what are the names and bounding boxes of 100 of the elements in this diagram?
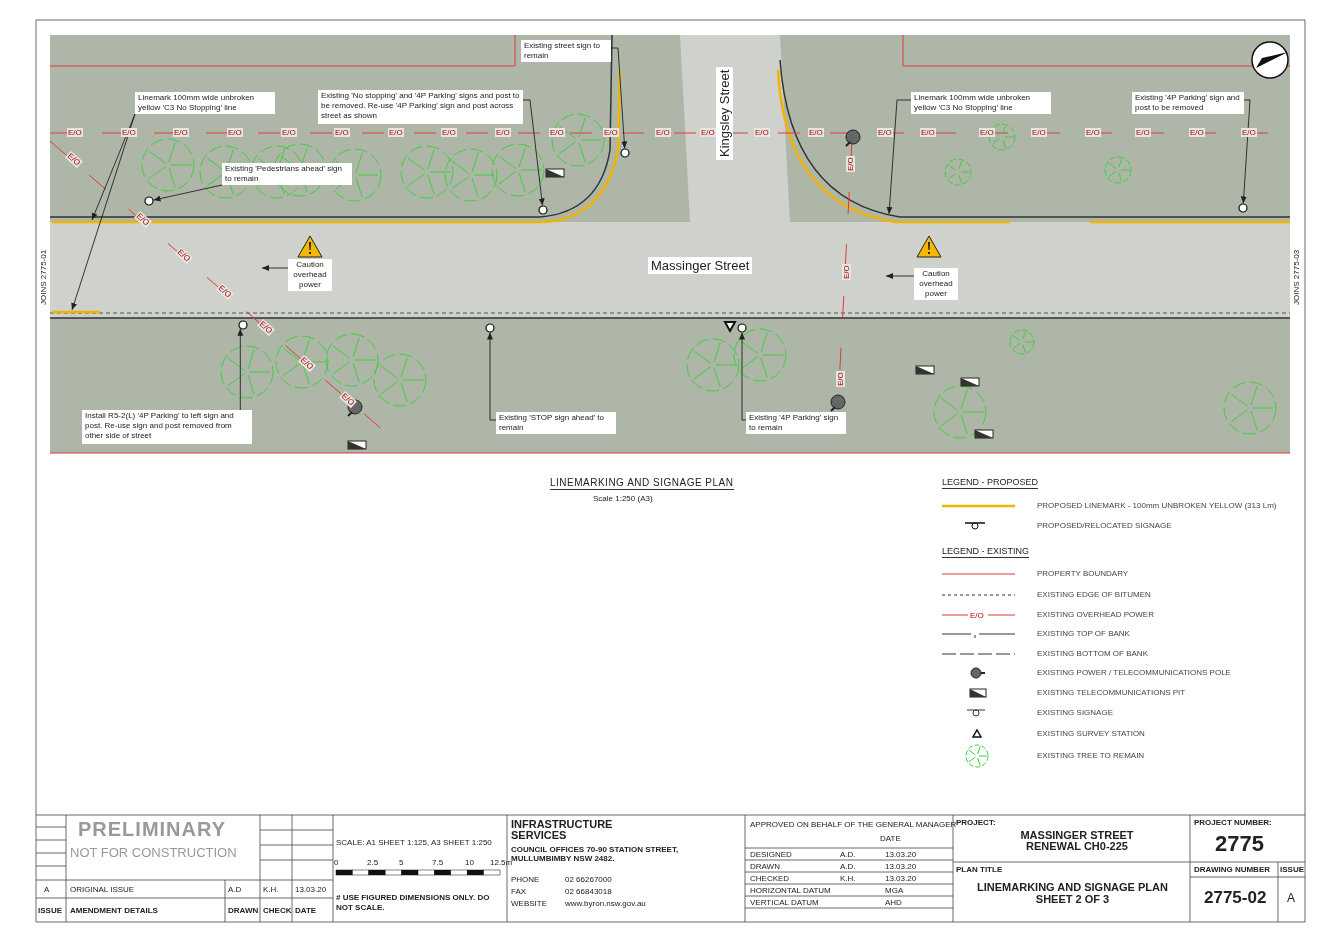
match-line-note: JOINS 2775-01 (39, 249, 49, 305)
legend-label: PROPOSED/RELOCATED SIGNAGE (1037, 521, 1172, 530)
power-line-label: E/O (842, 264, 851, 280)
power-line-label: E/O (173, 128, 189, 137)
callout-note: Existing 'Pedestrians ahead' sign to remain (222, 163, 352, 185)
scale-tick-label: 10 (465, 858, 474, 867)
scale-tick-label: 5 (399, 858, 404, 867)
table-cell: 13.03.20 (885, 862, 917, 871)
power-line-label: E/O (979, 128, 995, 137)
table-cell: 13.03.20 (885, 874, 917, 883)
scale-tick-label: 7.5 (432, 858, 444, 867)
power-line-label: E/O (655, 128, 671, 137)
project-name: MASSINGER STREET RENEWAL CH0-225 (1019, 830, 1135, 852)
table-cell: ISSUE (38, 906, 62, 915)
legend-label: EXISTING SURVEY STATION (1037, 729, 1145, 738)
power-line-label: E/O (281, 128, 297, 137)
field-label: DRAWING NUMBER (1194, 865, 1270, 874)
stamp-text: NOT FOR CONSTRUCTION (70, 845, 237, 860)
street-name: Kingsley Street (716, 66, 733, 160)
fax-number: 02 66843018 (565, 887, 612, 896)
table-cell: DRAWN (750, 862, 780, 871)
department-name: INFRASTRUCTURE SERVICES (511, 819, 614, 841)
table-cell: CHECKED (750, 874, 790, 883)
sign-icon (485, 323, 495, 333)
power-line-label: E/O (920, 128, 936, 137)
sign-icon (538, 205, 548, 215)
scale-note: SCALE: A1 SHEET 1:125, A3 SHEET 1:250 (336, 838, 492, 847)
legend-heading: LEGEND - PROPOSED (942, 477, 1039, 489)
power-line-label: E/O (836, 371, 845, 387)
table-cell: K.H. (840, 874, 856, 883)
power-line-label: E/O (846, 156, 855, 172)
power-line-label: E/O (121, 128, 137, 137)
table-cell: DESIGNED (750, 850, 792, 859)
street-name: Massinger Street (648, 257, 753, 274)
issue-code: A (1287, 892, 1295, 905)
drawing-number: 2775-02 (1204, 888, 1267, 907)
power-line-label: E/O (877, 128, 893, 137)
table-cell: A.D. (840, 850, 856, 859)
website-link: www.byron.nsw.gov.au (565, 899, 646, 908)
power-line-label: E/O (1135, 128, 1151, 137)
sign-icon (1238, 203, 1248, 213)
table-cell: A.D (228, 885, 242, 894)
sign-icon (144, 196, 154, 206)
field-label: PROJECT NUMBER: (1194, 818, 1272, 827)
table-cell: A (44, 885, 50, 894)
callout-note: Caution overhead power (288, 259, 332, 291)
contact-label: FAX (511, 887, 527, 896)
table-cell: A.D. (840, 862, 856, 871)
callout-note: Existing '4P Parking' sign and post to be removed (1132, 92, 1244, 114)
legend-label: PROPOSED LINEMARK - 100mm UNBROKEN YELLOW (313 Lm) (1037, 501, 1277, 510)
table-cell: ORIGINAL ISSUE (70, 885, 135, 894)
address-text: COUNCIL OFFICES 70-90 STATION STREET, MULLUMBIMBY NSW 2482. (511, 845, 680, 863)
power-line-label: E/O (808, 128, 824, 137)
legend-label: EXISTING BOTTOM OF BANK (1037, 649, 1148, 658)
scale-tick-label: 2.5 (367, 858, 379, 867)
power-line-label: E/O (227, 128, 243, 137)
legend-label: EXISTING SIGNAGE (1037, 708, 1113, 717)
drawing-title: LINEMARKING AND SIGNAGE PLAN SHEET 2 OF 3 (976, 881, 1169, 905)
legend-label: EXISTING TOP OF BANK (1037, 629, 1130, 638)
plan-title: LINEMARKING AND SIGNAGE PLAN (550, 477, 734, 490)
power-line-label: E/O (1085, 128, 1101, 137)
approval-note: APPROVED ON BEHALF OF THE GENERAL MANAGER (750, 820, 957, 829)
table-cell: K.H. (263, 885, 279, 894)
scale-caption: Scale 1:250 (A3) (593, 494, 653, 503)
legend-label: EXISTING POWER / TELECOMMUNICATIONS POLE (1037, 668, 1231, 677)
scale-tick-label: 0 (334, 858, 339, 867)
table-cell: AHD (885, 898, 902, 907)
power-line-label: E/O (1241, 128, 1257, 137)
callout-note: Existing 'STOP sign ahead' to remain (496, 412, 616, 434)
legend-heading: LEGEND - EXISTING (942, 546, 1030, 558)
power-line-label: E/O (700, 128, 716, 137)
table-cell: 13.03.20 (295, 885, 327, 894)
table-cell: DATE (295, 906, 317, 915)
field-label: PROJECT: (956, 818, 996, 827)
legend-label: EXISTING TELECOMMUNICATIONS PIT (1037, 688, 1186, 697)
legend-label: EXISTING OVERHEAD POWER (1037, 610, 1154, 619)
callout-note: Caution overhead power (914, 268, 958, 300)
callout-note: Existing '4P Parking' sign to remain (746, 412, 846, 434)
approval-date-label: DATE (880, 834, 901, 843)
stamp-text: PRELIMINARY (78, 818, 227, 840)
table-cell: DRAWN (228, 906, 259, 915)
field-label: PLAN TITLE (956, 865, 1003, 874)
phone-number: 02 66267000 (565, 875, 612, 884)
callout-note: Linemark 100mm wide unbroken yellow 'C3 No Stopping' line (911, 92, 1051, 114)
sign-icon (238, 320, 248, 330)
table-cell: MGA (885, 886, 904, 895)
sign-icon (620, 148, 630, 158)
project-number: 2775 (1215, 832, 1264, 856)
table-cell: 13.03.20 (885, 850, 917, 859)
table-cell: CHECK (263, 906, 292, 915)
match-line-note: JOINS 2775-03 (1292, 249, 1302, 305)
table-cell: VERTICAL DATUM (750, 898, 819, 907)
power-line-label: E/O (1189, 128, 1205, 137)
power-line-label: E/O (67, 128, 83, 137)
legend-label: PROPERTY BOUNDARY (1037, 569, 1129, 578)
table-cell: HORIZONTAL DATUM (750, 886, 831, 895)
legend-label: EXISTING EDGE OF BITUMEN (1037, 590, 1151, 599)
power-line-label: E/O (754, 128, 770, 137)
power-line-label: E/O (549, 128, 565, 137)
sign-icon (737, 323, 747, 333)
